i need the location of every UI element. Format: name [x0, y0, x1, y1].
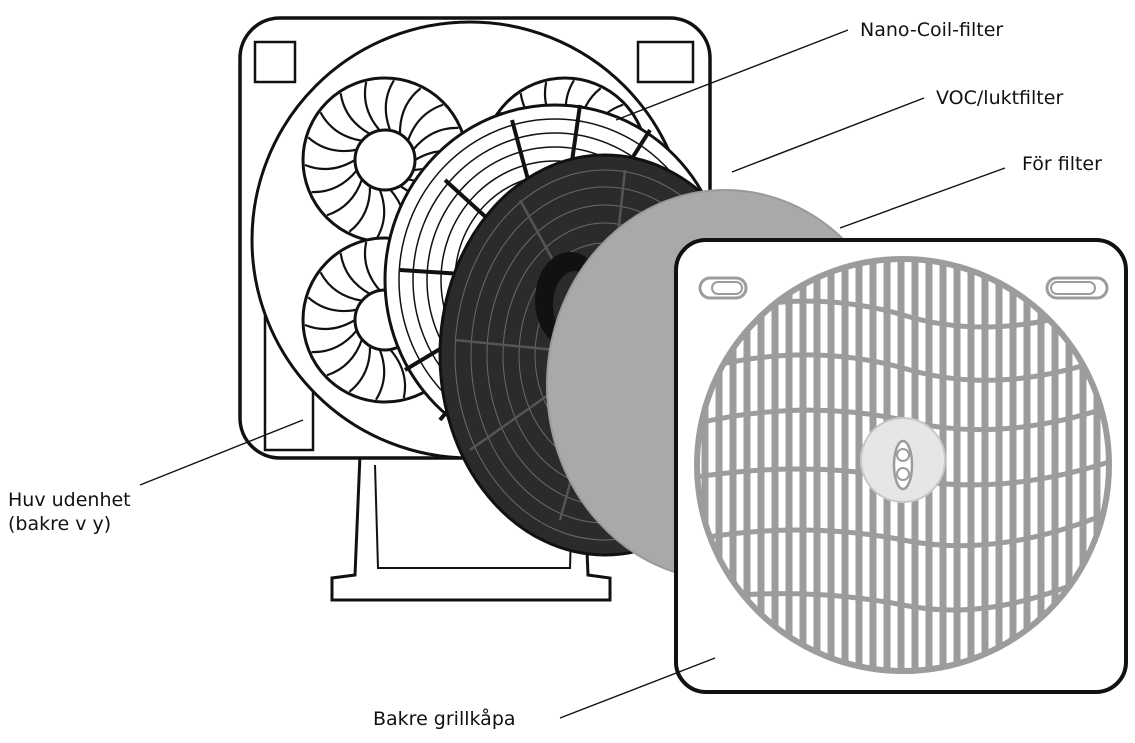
label-nano-coil-filter: Nano-Coil-filter [860, 18, 1003, 42]
label-voc-filter: VOC/luktfilter [936, 86, 1063, 110]
label-rear-grill-cover: Bakre grillkåpa [373, 707, 516, 731]
label-pre-filter: För filter [1022, 152, 1102, 176]
label-main-unit: Huv udenhet (bakre v y) [8, 488, 131, 536]
label-main-unit-line1: Huv udenhet [8, 488, 131, 512]
label-main-unit-line2: (bakre v y) [8, 512, 131, 536]
rear-grill-cover [676, 240, 1126, 692]
